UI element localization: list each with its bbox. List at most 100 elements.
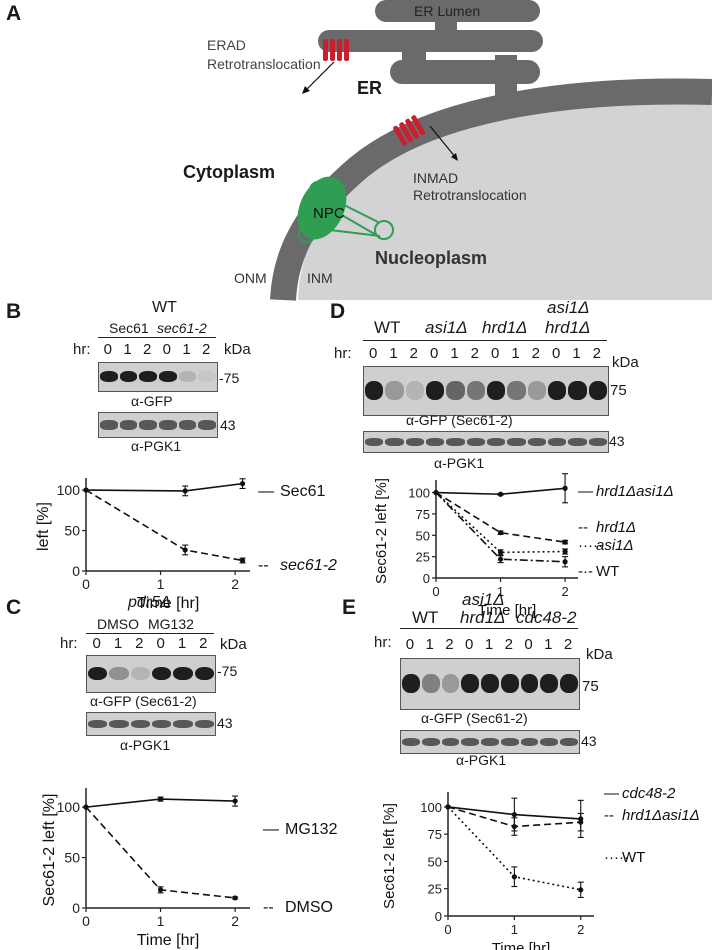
data-point: [562, 539, 568, 545]
legend-label: Sec61: [280, 483, 325, 500]
legend-marker: —: [604, 785, 619, 802]
gfp-band: [588, 381, 607, 400]
panel-c-title: pdr5Δ: [128, 594, 171, 611]
gfp-band: [139, 371, 157, 383]
lane-label: 1: [425, 636, 434, 653]
legend-marker: --: [604, 807, 614, 824]
lane-label: 1: [544, 636, 553, 653]
inmad-arrow: [429, 125, 457, 159]
panel-d-group-2: asi1Δ: [425, 318, 468, 337]
x-tick-label: 2: [231, 913, 239, 929]
panel-d-group-1: WT: [374, 318, 401, 337]
legend-marker: ·····: [604, 849, 629, 866]
panel-d-ab-bottom: α-PGK1: [434, 455, 485, 471]
lane-label: 0: [551, 345, 561, 362]
pgk1-band: [119, 420, 138, 430]
panel-c-group-2: MG132: [148, 616, 194, 632]
npc-icon: [297, 176, 394, 243]
pgk1-band: [365, 438, 384, 446]
data-point: [232, 895, 238, 901]
lane-label: 2: [201, 341, 211, 358]
x-tick-label: 1: [511, 922, 518, 937]
y-tick-label: 50: [64, 523, 80, 539]
data-point: [182, 547, 188, 553]
panel-c-gfp-blot: [86, 655, 216, 693]
legend-marker: —: [258, 483, 274, 500]
panel-d-ab-top: α-GFP (Sec61-2): [406, 412, 513, 428]
pgk1-band: [527, 438, 546, 446]
y-tick-label: 0: [423, 571, 430, 586]
panel-d-group-4a: asi1Δ: [547, 298, 590, 317]
lane-label: 0: [103, 341, 112, 358]
panel-b-marker-43: 43: [220, 417, 236, 433]
data-point: [157, 887, 164, 893]
gfp-band: [500, 674, 519, 693]
lane-label: 2: [142, 341, 152, 358]
inm-label: INM: [307, 270, 333, 286]
panel-b-title: WT: [152, 299, 177, 316]
series-line-hrd1Δ: [435, 491, 566, 543]
pgk1-band: [466, 438, 485, 446]
x-tick-label: 1: [497, 584, 504, 599]
data-point: [511, 823, 517, 830]
data-point: [433, 489, 439, 496]
lane-label: 1: [511, 345, 520, 362]
lane-label: 2: [445, 636, 454, 653]
data-point: [578, 887, 584, 893]
data-point: [562, 485, 568, 491]
x-tick-label: 0: [82, 913, 90, 929]
lane-label: 1: [450, 345, 459, 362]
panel-b-letter: B: [6, 300, 22, 323]
pgk1-band: [130, 719, 150, 729]
gfp-band: [520, 674, 539, 693]
gfp-band: [560, 674, 578, 693]
lane-label: 1: [177, 635, 187, 652]
data-point: [83, 487, 89, 493]
y-axis-label: Sec61-2 left [%]: [373, 478, 390, 584]
panel-e-group-2a: asi1Δ: [462, 590, 505, 609]
pgk1-band: [507, 438, 526, 446]
gfp-band: [198, 371, 216, 383]
gfp-band: [421, 674, 440, 693]
er-label: ER: [357, 78, 383, 98]
legend-marker: —: [263, 821, 279, 838]
gfp-band: [405, 381, 424, 400]
panel-e-marker-43: 43: [581, 733, 597, 749]
x-tick-label: 2: [231, 576, 239, 592]
data-point: [562, 559, 568, 565]
pgk1-band: [540, 737, 559, 747]
gfp-band: [441, 674, 460, 693]
panel-e-hr-label: hr:: [374, 634, 392, 651]
pgk1-band: [152, 719, 172, 729]
panel-c-ab-top: α-GFP (Sec61-2): [90, 693, 197, 709]
pgk1-band: [385, 438, 404, 446]
panel-e-pgk1-blot: [400, 730, 580, 754]
panel-d-hr-label: hr:: [334, 345, 352, 362]
legend-marker: ·····: [578, 537, 603, 554]
lane-label: 2: [504, 636, 513, 653]
panel-b-gfp-blot: [98, 362, 218, 392]
y-tick-label: 0: [72, 563, 80, 579]
gfp-band: [130, 666, 150, 681]
panel-d-group-4b: hrd1Δ: [545, 318, 591, 337]
panel-c-kda: kDa: [220, 636, 247, 653]
erad-label: ERAD: [207, 37, 246, 53]
pgk1-band: [568, 438, 587, 446]
panel-d-kda: kDa: [612, 354, 639, 371]
panel-d-group-3: hrd1Δ: [482, 318, 528, 337]
x-axis-label: Time [hr]: [137, 595, 200, 612]
lane-label: 2: [592, 345, 601, 362]
lane-label: 1: [484, 636, 494, 653]
legend-label: WT: [596, 563, 619, 580]
gfp-band: [461, 674, 480, 693]
x-axis-label: Time [hr]: [478, 602, 537, 619]
gfp-band: [385, 381, 404, 400]
y-tick-label: 50: [416, 528, 430, 543]
panel-d-letter: D: [330, 300, 346, 323]
y-tick-label: 0: [72, 900, 80, 916]
panel-c-pgk1-blot: [86, 712, 216, 736]
